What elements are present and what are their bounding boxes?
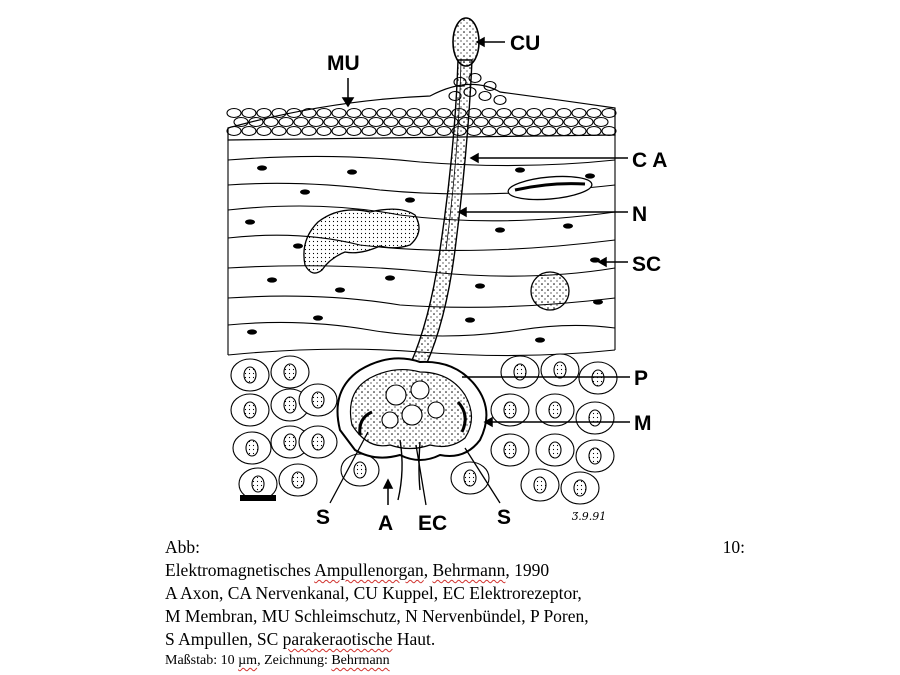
label-m: M bbox=[634, 412, 652, 435]
ampulla bbox=[336, 357, 488, 501]
cupula bbox=[452, 17, 480, 67]
label-ca: C A bbox=[632, 149, 667, 172]
label-cu: CU bbox=[510, 32, 540, 55]
label-ec: EC bbox=[418, 512, 447, 535]
leader-lines bbox=[329, 36, 630, 506]
caption-abb: Abb: bbox=[165, 537, 200, 557]
artist-signature: Ʒ.9.91 bbox=[571, 510, 606, 523]
figure-number: 10: bbox=[722, 537, 745, 557]
scale-bar bbox=[240, 495, 276, 501]
skin-layer bbox=[227, 135, 616, 357]
caption-title: Elektromagnetisches Ampullenorgan, Behrm… bbox=[165, 560, 550, 580]
label-mu: MU bbox=[327, 52, 360, 75]
label-s-right: S bbox=[497, 506, 511, 529]
cell-nuclei bbox=[245, 165, 603, 343]
label-n: N bbox=[632, 203, 647, 226]
label-s-left: S bbox=[316, 506, 330, 529]
ampullary-organ-drawing: Ʒ.9.91 CU MU C A N SC P M S A EC S bbox=[226, 17, 667, 535]
caption-legend-line-3: S Ampullen, SC parakeraotische Haut. bbox=[165, 629, 436, 649]
caption-legend-line-2: M Membran, MU Schleimschutz, N Nervenbün… bbox=[165, 606, 589, 626]
caption-legend-line-1: A Axon, CA Nervenkanal, CU Kuppel, EC El… bbox=[165, 583, 582, 603]
figure-caption: Abb: 10: Elektromagnetisches Ampullenorg… bbox=[165, 536, 745, 671]
round-body bbox=[530, 271, 570, 311]
label-sc: SC bbox=[632, 253, 661, 276]
epithelial-cells bbox=[230, 353, 618, 505]
inclusion-body bbox=[303, 208, 420, 274]
caption-scale-note: Maßstab: 10 µm, Zeichnung: Behrmann bbox=[165, 653, 390, 668]
caption-heading-line: Abb: 10: bbox=[165, 536, 745, 559]
label-p: P bbox=[634, 367, 648, 390]
label-a: A bbox=[378, 512, 393, 535]
